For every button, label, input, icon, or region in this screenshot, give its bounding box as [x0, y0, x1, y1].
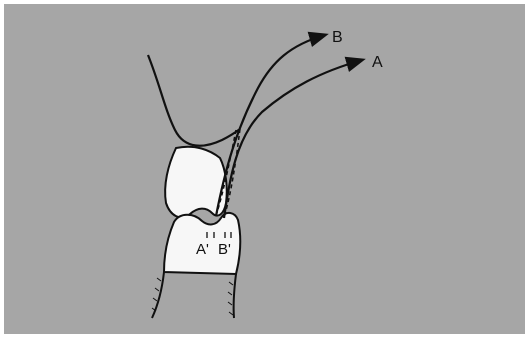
arrow-a-label: A	[372, 54, 383, 71]
arrow-b-label: B	[332, 29, 343, 46]
contact-point-b-label: B'	[218, 241, 231, 258]
diagram-background	[4, 4, 525, 334]
contact-point-a-label: A'	[196, 241, 209, 258]
